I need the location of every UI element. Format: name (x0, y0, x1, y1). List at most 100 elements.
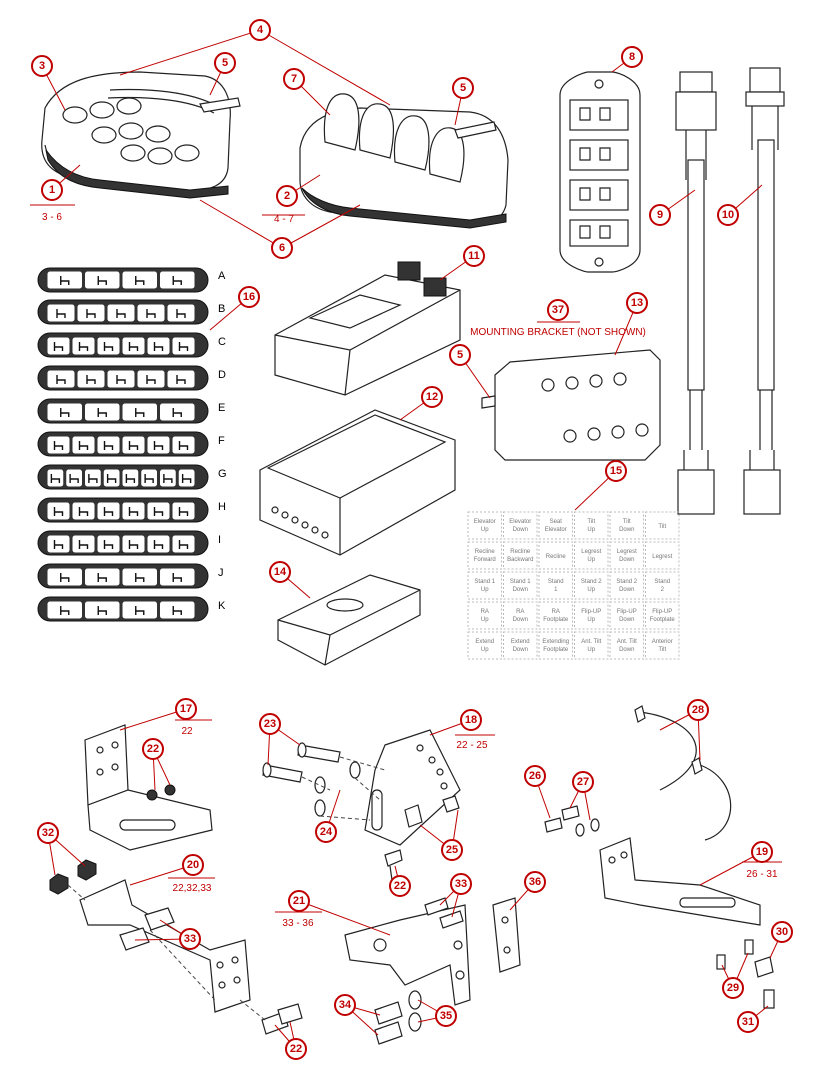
callout-number: 5 (460, 82, 466, 94)
callout-5: 5 (449, 344, 471, 366)
callout-19: 19 (751, 841, 773, 863)
chair-glyph-icon (86, 375, 96, 384)
label-cell (503, 601, 538, 630)
seat-function-icon (72, 337, 95, 355)
label-cell (467, 511, 502, 540)
seat-function-icon (47, 436, 70, 454)
callout-number: 22 (394, 880, 406, 892)
cable-harness-10 (743, 67, 785, 515)
seat-function-icon (77, 304, 105, 322)
label-cell (645, 541, 680, 570)
label-cell (503, 631, 538, 660)
callout-14: 14 (269, 561, 291, 583)
callout-33: 33 (450, 873, 472, 895)
chair-glyph-icon (172, 276, 182, 285)
chair-glyph-icon (178, 540, 189, 549)
seat-function-icon (47, 601, 82, 619)
seat-function-icon (47, 271, 82, 289)
callout-9: 9 (649, 204, 671, 226)
range-label-2: 4 - 7 (274, 214, 294, 225)
callout-number: 9 (657, 209, 663, 221)
bracket-17 (84, 724, 213, 851)
control-module (274, 261, 461, 396)
chair-glyph-icon (153, 441, 164, 450)
switch-box-buttons (41, 71, 241, 199)
row-letter: D (218, 369, 226, 381)
chair-glyph-icon (172, 573, 182, 582)
seat-function-icon (178, 469, 195, 487)
chair-glyph-icon (50, 474, 61, 483)
seat-function-icon (72, 436, 95, 454)
callout-number: 37 (552, 304, 564, 316)
seat-function-icon (85, 403, 120, 421)
chair-glyph-icon (178, 342, 189, 351)
row-letter: I (218, 534, 221, 546)
callout-16: 16 (238, 286, 260, 308)
connector-strip (559, 71, 641, 273)
label-cell (503, 541, 538, 570)
chair-glyph-icon (97, 408, 107, 417)
seat-function-icon (47, 337, 70, 355)
seat-function-icon (97, 337, 120, 355)
label-strip-icons (47, 271, 195, 619)
callout-number: 12 (426, 391, 438, 403)
seat-function-icon (97, 535, 120, 553)
chair-glyph-icon (97, 606, 107, 615)
seat-function-icon (137, 304, 165, 322)
callout-number: 11 (468, 250, 480, 262)
chair-glyph-icon (125, 474, 136, 483)
seat-function-icon (172, 502, 195, 520)
seat-function-icon (137, 370, 165, 388)
callout-number: 32 (42, 827, 54, 839)
callout-number: 3 (39, 60, 45, 72)
row-letter: F (218, 435, 225, 447)
callout-number: 1 (49, 184, 55, 196)
chair-glyph-icon (86, 309, 96, 318)
seat-function-icon (160, 403, 195, 421)
callout-17: 17 (175, 698, 197, 720)
seat-function-icon (47, 535, 70, 553)
callout-31: 31 (737, 1011, 759, 1033)
callout-number: 13 (631, 297, 643, 309)
callout-3: 3 (31, 55, 53, 77)
seat-function-icon (122, 568, 157, 586)
seat-function-icon (97, 436, 120, 454)
chair-glyph-icon (116, 309, 126, 318)
seat-function-icon (147, 535, 170, 553)
seat-function-icon (122, 337, 145, 355)
callout-25: 25 (441, 839, 463, 861)
label-cell (574, 511, 609, 540)
callout-33: 33 (179, 928, 201, 950)
callout-number: 10 (722, 209, 734, 221)
callout-32: 32 (37, 822, 59, 844)
chair-glyph-icon (163, 474, 173, 483)
callout-29: 29 (722, 977, 744, 999)
seat-function-icon (167, 370, 195, 388)
chair-glyph-icon (103, 441, 114, 450)
chair-glyph-icon (103, 507, 114, 516)
chair-glyph-icon (78, 507, 89, 516)
callout-number: 4 (257, 24, 264, 36)
callout-number: 22 (290, 1043, 302, 1055)
callout-23: 23 (259, 713, 281, 735)
callout-18: 18 (460, 709, 482, 731)
switch-box-toggles (299, 93, 509, 229)
callout-28: 28 (687, 699, 709, 721)
seat-function-icon (122, 436, 145, 454)
chair-glyph-icon (135, 606, 145, 615)
chair-glyph-icon (146, 375, 156, 384)
callout-26: 26 (524, 765, 546, 787)
seat-function-icon (122, 535, 145, 553)
